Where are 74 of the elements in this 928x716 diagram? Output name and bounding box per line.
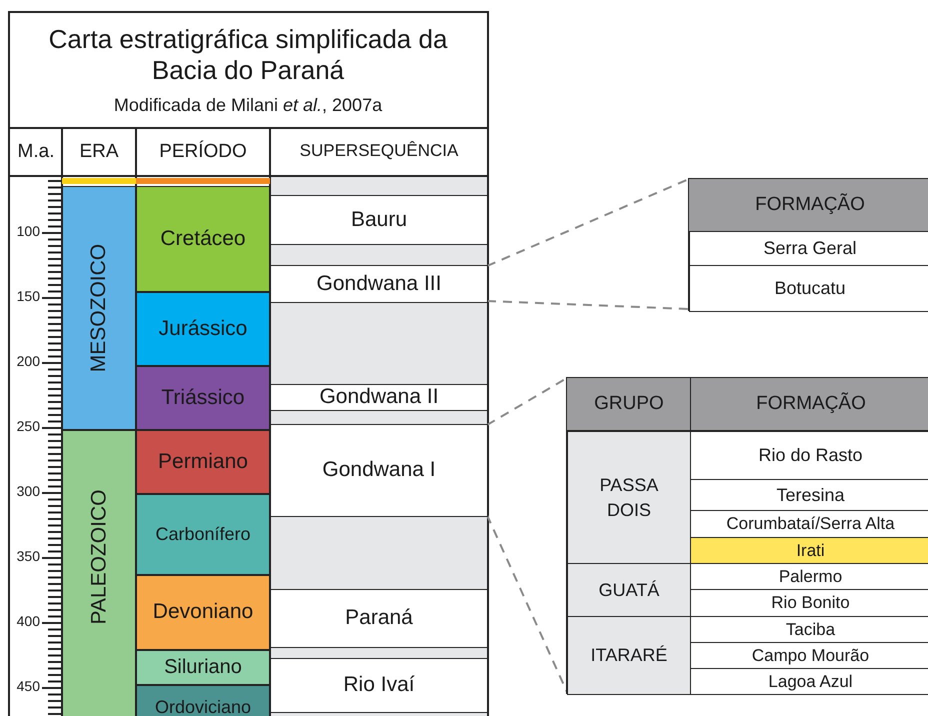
group-name: PASSA DOIS [598, 474, 660, 522]
group-name: GUATÁ [598, 578, 660, 602]
source-note: Modificada de Milani et al., 2007a [112, 96, 384, 116]
period-name: Jurássico [158, 318, 248, 340]
period-box [136, 575, 270, 650]
period-name: Permiano [158, 450, 248, 474]
period-box [136, 430, 270, 494]
formation-row [689, 265, 928, 312]
supersequence-name: Bauru [350, 208, 408, 232]
dashed-connector [486, 514, 568, 692]
formation-name: Rio do Rasto [758, 446, 863, 465]
dashed-connector [486, 300, 690, 310]
group-cell [567, 563, 691, 617]
supersequence-name: Gondwana II [319, 386, 439, 409]
period-name: Cretáceo [160, 228, 246, 250]
time-bar [62, 178, 136, 184]
formation-table [688, 178, 928, 311]
time-bar [136, 178, 270, 184]
column-header: ERA [78, 142, 120, 163]
supersequence-box [270, 658, 488, 713]
group-name: ITARARÉ [590, 644, 668, 668]
formation-name: Irati [796, 542, 825, 560]
formation-name: Palermo [778, 568, 842, 586]
supersequence-box [270, 384, 488, 411]
column-header: GRUPO [567, 378, 691, 431]
period-box [136, 650, 270, 685]
formation-name: Botucatu [774, 279, 846, 298]
formation-name: Corumbataí/Serra Alta [726, 515, 895, 533]
period-name: Carbonífero [155, 525, 251, 544]
tick-label: 450 [16, 679, 40, 694]
supersequence-name: Rio Ivaí [343, 674, 415, 697]
column-header: PERÍODO [158, 142, 248, 163]
group-cell [567, 431, 691, 564]
supersequence-box [270, 195, 488, 245]
supersequence-box [270, 589, 488, 648]
tick-label: 250 [16, 419, 40, 434]
dashed-connector [486, 178, 690, 267]
era-name: MESOZOICO [88, 244, 110, 372]
chart-title: Carta estratigráfica simplificada da Bacia do Paraná [48, 24, 448, 86]
period-name: Devoniano [152, 601, 254, 624]
column-header: FORMAÇÃO [690, 378, 928, 431]
column-header: M.a. [16, 142, 56, 163]
era-name: PALEOZOICO [88, 490, 110, 625]
period-name: Triássico [161, 386, 245, 410]
formation-name: Campo Mourão [752, 646, 870, 664]
period-box [136, 494, 270, 575]
formation-name: Teresina [776, 486, 845, 504]
supersequence-box [270, 265, 488, 303]
tick-label: 150 [16, 289, 40, 304]
tick-label: 350 [16, 549, 40, 564]
period-name: Siluriano [164, 657, 242, 678]
period-box [136, 186, 270, 292]
supersequence-name: Paraná [345, 607, 413, 630]
supersequence-name: Gondwana III [316, 272, 442, 296]
supersequence-name: Gondwana I [322, 459, 436, 482]
supersequence-box [270, 424, 488, 517]
tick-label: 400 [16, 614, 40, 630]
tick-label: 100 [16, 224, 40, 240]
period-name: Ordoviciano [154, 698, 252, 716]
formation-name: Serra Geral [763, 239, 857, 258]
column-header: FORMAÇÃO [689, 179, 928, 232]
formation-name: Rio Bonito [771, 594, 850, 612]
era-box [62, 186, 136, 430]
formation-row [690, 537, 928, 564]
formation-name: Taciba [786, 620, 836, 638]
tick-label: 300 [16, 484, 40, 500]
period-box [136, 292, 270, 366]
tick-label: 200 [16, 354, 40, 370]
group-cell [567, 616, 691, 695]
formation-name: Lagoa Azul [768, 672, 853, 690]
period-box [136, 366, 270, 430]
column-header: SUPERSEQUÊNCIA [298, 142, 460, 161]
group-formation-table [566, 377, 928, 694]
era-box [62, 430, 136, 716]
